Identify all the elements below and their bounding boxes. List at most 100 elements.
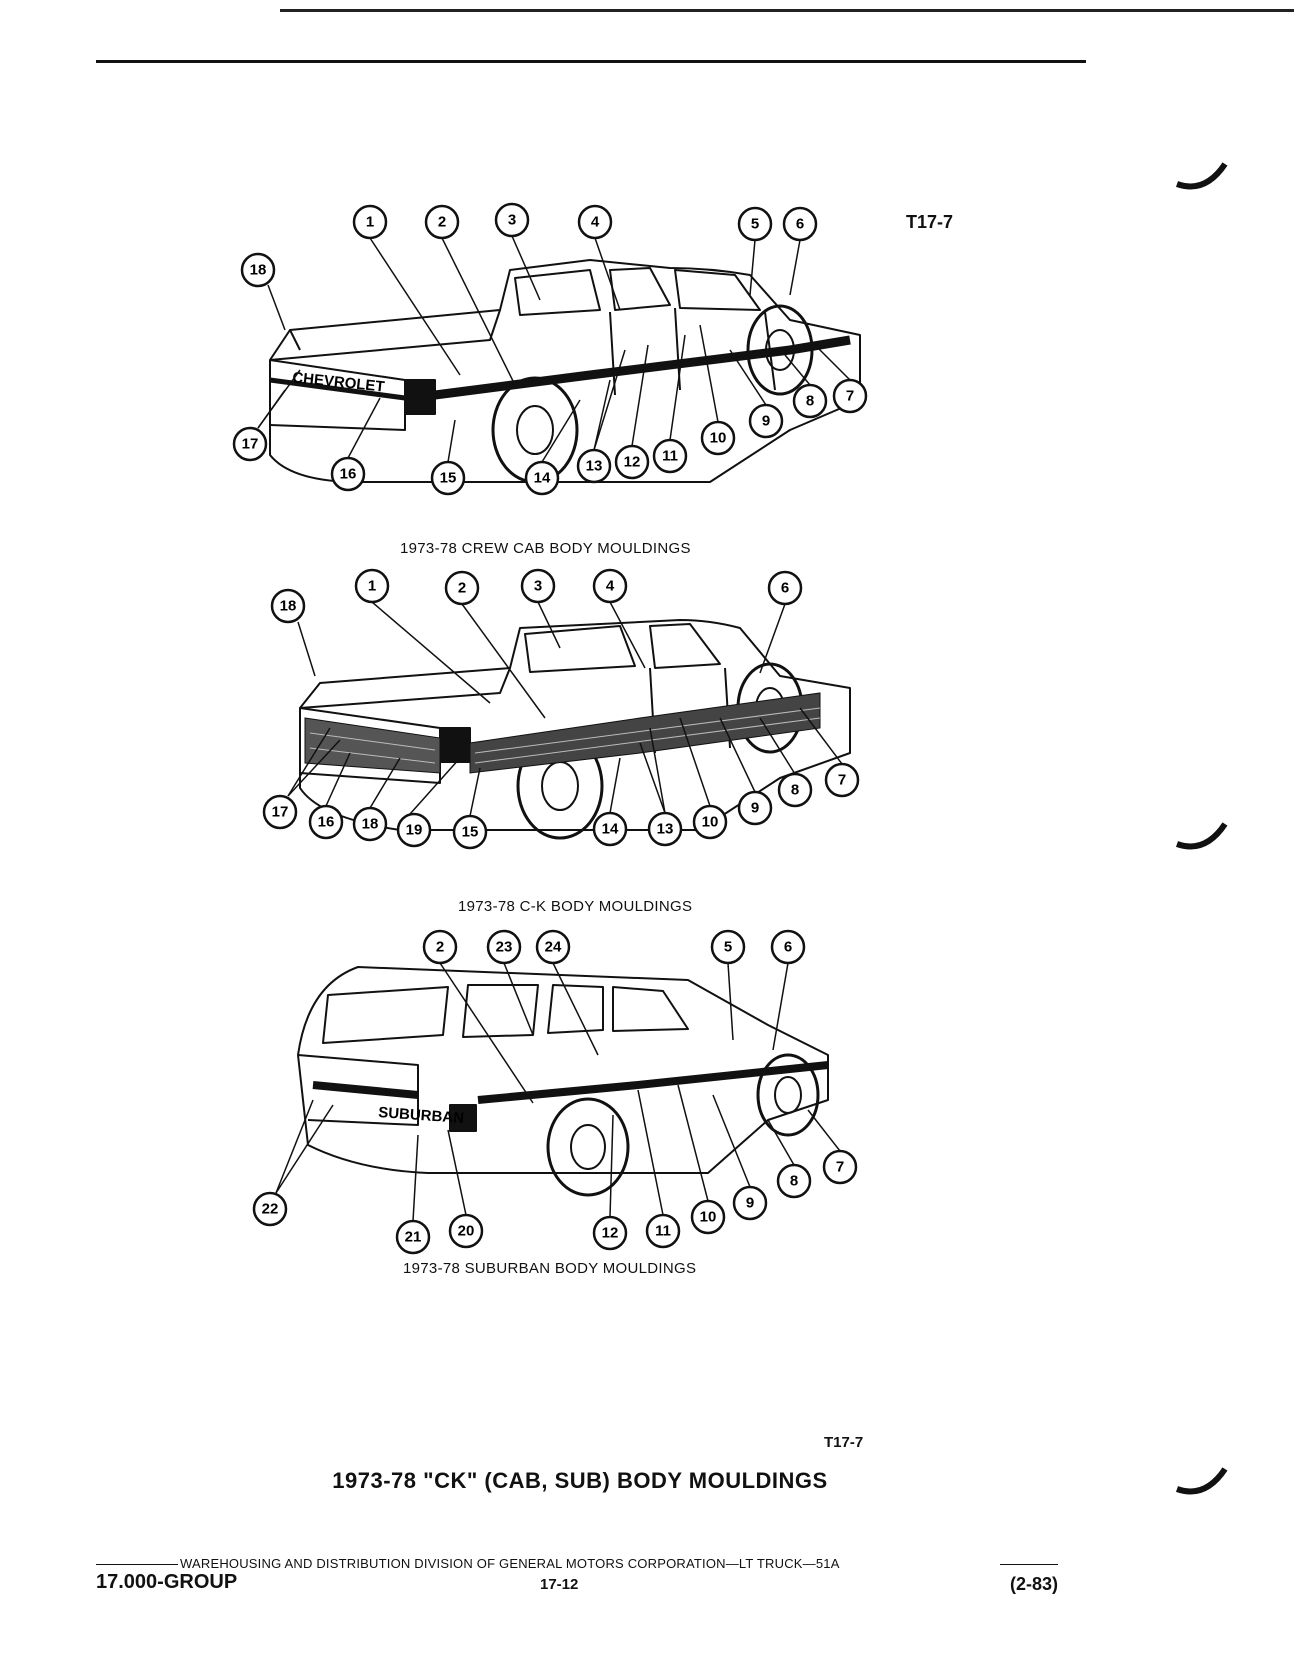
figure-code-top: T17-7 [906,212,954,232]
callout-16: 16 [330,456,366,492]
callout-12: 12 [614,444,650,480]
callout-23: 23 [486,929,522,965]
svg-text:23: 23 [496,939,513,956]
binder-hole-icon [1175,162,1228,190]
svg-text:18: 18 [250,262,267,279]
callout-9: 9 [732,1185,768,1221]
svg-text:22: 22 [262,1201,279,1218]
header-rule [96,60,1086,63]
callout-9: 9 [737,790,773,826]
footer-rule-right [1000,1564,1058,1565]
callout-14: 14 [524,460,560,496]
callout-14: 14 [592,811,628,847]
svg-text:2: 2 [436,939,444,956]
callout-22: 22 [252,1191,288,1227]
svg-text:21: 21 [405,1229,422,1246]
svg-text:3: 3 [508,212,516,229]
svg-text:13: 13 [586,458,603,475]
callout-18: 18 [270,588,306,624]
svg-text:7: 7 [846,388,854,405]
footer-group: 17.000-GROUP [96,1571,238,1593]
svg-text:6: 6 [796,216,804,233]
callout-15: 15 [430,460,466,496]
svg-text:14: 14 [602,821,619,838]
callout-10: 10 [692,804,728,840]
svg-text:24: 24 [545,939,562,956]
callout-12: 12 [592,1215,628,1251]
callout-9: 9 [748,403,784,439]
svg-text:4: 4 [606,578,615,595]
callout-24: 24 [535,929,571,965]
svg-text:5: 5 [724,939,732,956]
callout-17: 17 [232,426,268,462]
svg-text:10: 10 [710,430,727,447]
svg-text:11: 11 [655,1223,671,1240]
svg-text:8: 8 [790,1173,798,1190]
svg-text:1: 1 [368,578,376,595]
suburban-illustration: SUBURBAN 2 23 24 5 6 22 21 20 12 11 10 9… [252,929,858,1255]
callout-3: 3 [520,568,556,604]
callout-5: 5 [710,929,746,965]
callout-8: 8 [792,383,828,419]
binder-hole-icon [1175,822,1228,850]
crew-cab-caption: 1973-78 CREW CAB BODY MOULDINGS [400,540,691,557]
svg-text:8: 8 [791,782,799,799]
svg-text:3: 3 [534,578,542,595]
callout-10: 10 [700,420,736,456]
svg-text:20: 20 [458,1223,475,1240]
suburban-badge: SUBURBAN [378,1104,465,1127]
footer-date: (2-83) [1010,1574,1059,1594]
svg-text:9: 9 [746,1195,754,1212]
svg-text:15: 15 [440,470,457,487]
callout-13: 13 [576,448,612,484]
callout-7: 7 [832,378,868,414]
callout-6: 6 [782,206,818,242]
svg-text:12: 12 [602,1225,619,1242]
tailgate-badge: CHEVROLET [292,369,386,396]
callout-19: 19 [396,812,432,848]
callout-2: 2 [424,204,460,240]
callout-18: 18 [240,252,276,288]
svg-text:2: 2 [458,580,466,597]
svg-text:11: 11 [662,448,678,465]
svg-text:12: 12 [624,454,641,471]
figure-code-bottom: T17-7 [824,1434,864,1451]
callout-7: 7 [824,762,860,798]
page-title: 1973-78 "CK" (CAB, SUB) BODY MOULDINGS [332,1468,828,1493]
callout-6: 6 [767,570,803,606]
ck-caption: 1973-78 C-K BODY MOULDINGS [458,898,693,915]
callout-6: 6 [770,929,806,965]
svg-text:16: 16 [340,466,357,483]
callout-4: 4 [592,568,628,604]
callout-8: 8 [777,772,813,808]
footer-rule-left [96,1564,178,1565]
callout-7: 7 [822,1149,858,1185]
svg-text:6: 6 [784,939,792,956]
callout-16: 16 [308,804,344,840]
svg-text:15: 15 [462,824,479,841]
svg-text:14: 14 [534,470,551,487]
svg-text:7: 7 [838,772,846,789]
svg-text:16: 16 [318,814,335,831]
footer-page-number: 17-12 [540,1576,579,1593]
svg-text:8: 8 [806,393,814,410]
svg-text:1: 1 [366,214,374,231]
footer-division-line: WAREHOUSING AND DISTRIBUTION DIVISION OF… [180,1556,840,1571]
callout-3: 3 [494,202,530,238]
svg-text:7: 7 [836,1159,844,1176]
svg-text:10: 10 [700,1209,717,1226]
ck-illustration: 1 2 3 4 6 18 17 16 18 19 15 14 13 10 9 8… [262,568,860,850]
callout-4: 4 [577,204,613,240]
callout-15: 15 [452,814,488,850]
callout-18b: 18 [352,806,388,842]
callout-11: 11 [645,1213,681,1249]
callout-11: 11 [652,438,688,474]
svg-text:9: 9 [762,413,770,430]
binder-hole-icon [1175,1467,1228,1495]
svg-text:5: 5 [751,216,759,233]
svg-text:4: 4 [591,214,600,231]
callout-13: 13 [647,811,683,847]
svg-text:18: 18 [280,598,297,615]
callout-21: 21 [395,1219,431,1255]
svg-text:2: 2 [438,214,446,231]
